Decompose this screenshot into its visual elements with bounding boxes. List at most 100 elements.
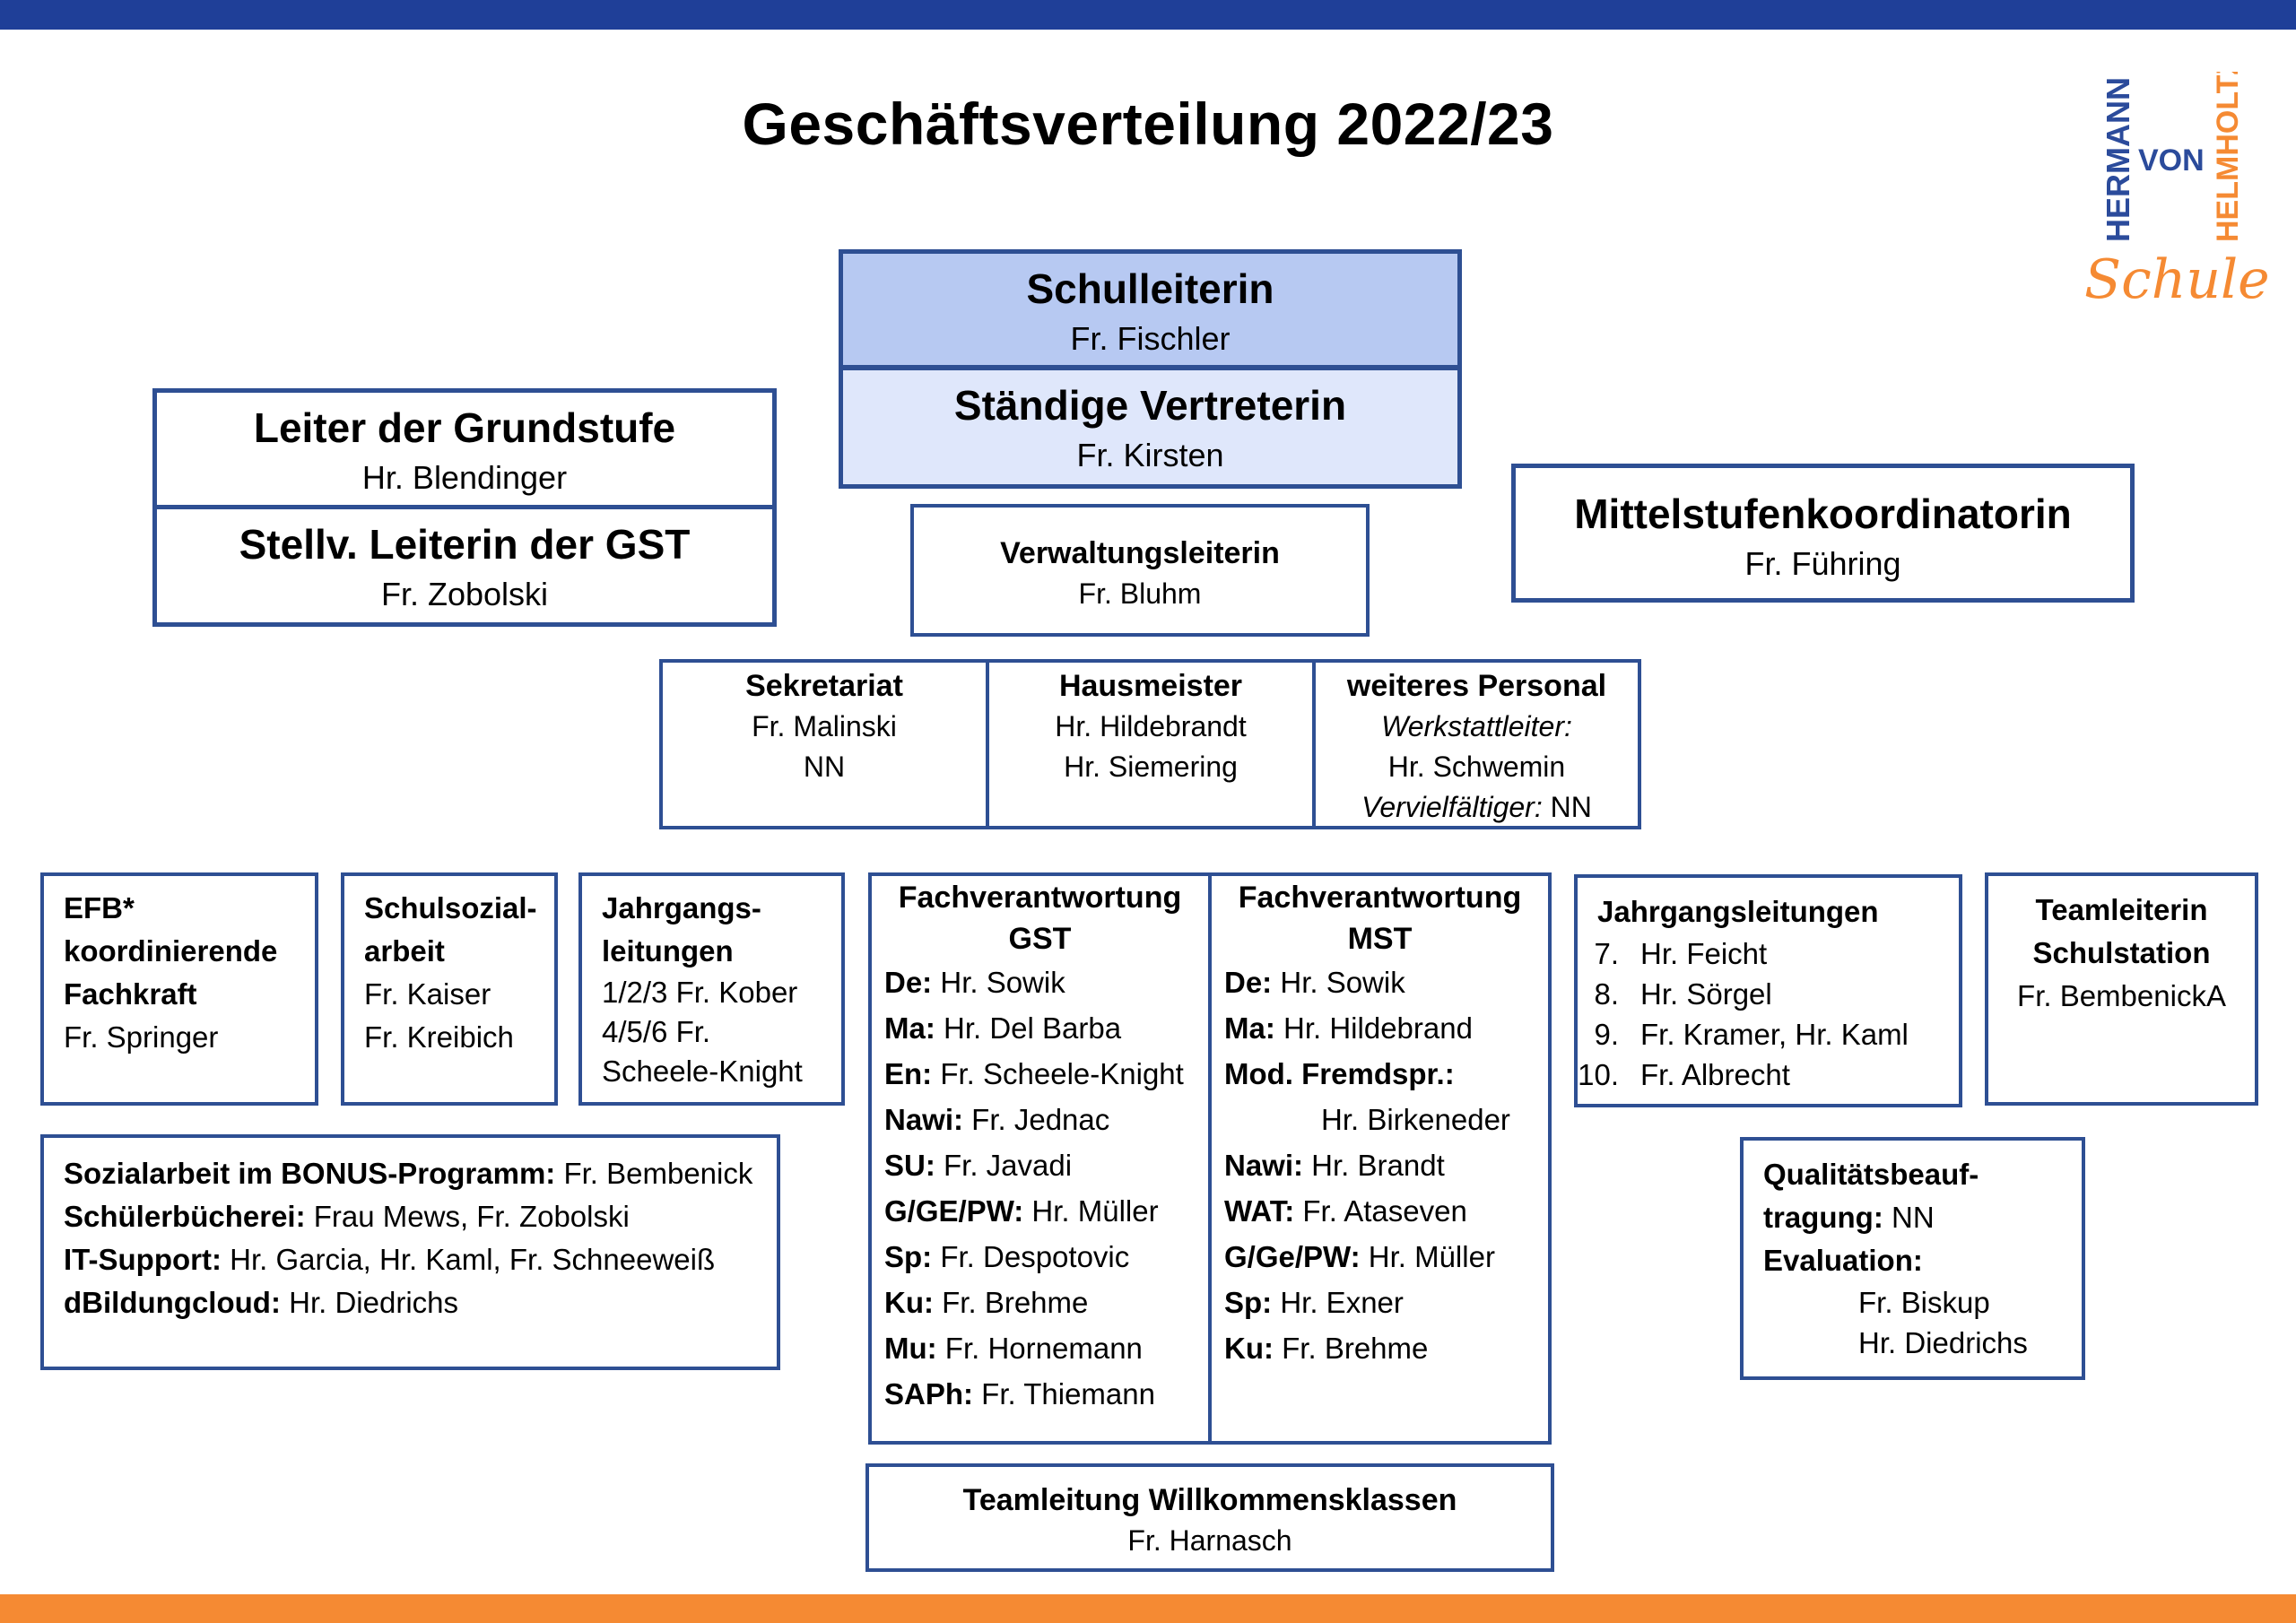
fach-gst-row: Sp: Fr. Despotovic <box>884 1234 1208 1280</box>
fach-gst-row-value: Fr. Javadi <box>935 1149 1073 1182</box>
jahrgang-mst-row-number: 7. <box>1594 937 1619 970</box>
fach-gst-row-label: Ma: <box>884 1011 935 1045</box>
fach-gst-row-label: Mu: <box>884 1332 937 1365</box>
fach-mst-row: Ma: Hr. Hildebrand <box>1224 1005 1548 1051</box>
qualitaet-line3: Evaluation: <box>1763 1244 1923 1277</box>
personal-title: weiteres Personal <box>1346 669 1607 703</box>
sozialarbeit-row: dBildungcloud: Hr. Diedrichs <box>64 1281 777 1324</box>
fach-gst-row-value: Hr. Del Barba <box>935 1011 1122 1045</box>
teamleiterin-line1: Teamleiterin <box>2035 893 2208 926</box>
fach-mst-row-label: Sp: <box>1224 1286 1273 1319</box>
grundstufe-title: Leiter der Grundstufe <box>253 404 676 451</box>
fach-gst-row-label: G/GE/PW: <box>884 1194 1024 1228</box>
vertreterin-box: Ständige Vertreterin Fr. Kirsten <box>839 366 1462 489</box>
teamleiterin-box: Teamleiterin Schulstation Fr. BembenickA <box>1985 872 2258 1106</box>
stellv-gst-box: Stellv. Leiterin der GST Fr. Zobolski <box>152 505 777 627</box>
efb-line3: Fachkraft <box>64 977 197 1011</box>
fach-mst-row-value: Hr. Exner <box>1272 1286 1404 1319</box>
jahrgang-mst-row-value: Fr. Kramer, Hr. Kaml <box>1640 1018 1909 1051</box>
fach-mst-row: WAT: Fr. Ataseven <box>1224 1188 1548 1234</box>
hausmeister-title: Hausmeister <box>1058 669 1243 703</box>
schulleiterin-box: Schulleiterin Fr. Fischler <box>839 249 1462 369</box>
vertreterin-title: Ständige Vertreterin <box>953 382 1347 429</box>
staff-group <box>659 659 1641 829</box>
efb-line2: koordinierende <box>64 934 278 968</box>
fach-mst-row-label: Ku: <box>1224 1332 1274 1365</box>
sozialarbeit-row: Schülerbücherei: Frau Mews, Fr. Zobolski <box>64 1195 777 1238</box>
efb-line1: EFB* <box>64 891 135 924</box>
page-title: Geschäftsverteilung 2022/23 <box>742 91 1554 157</box>
fach-gst-row: Nawi: Fr. Jednac <box>884 1097 1208 1142</box>
fach-gst-title2: GST <box>1008 922 1072 956</box>
qualitaet-line2-label: tragung: <box>1763 1201 1883 1234</box>
fach-mst-row-value: Hr. Sowik <box>1272 966 1405 999</box>
schulsozial-line2: arbeit <box>364 934 445 968</box>
fach-gst-row-value: Fr. Thiemann <box>973 1377 1155 1410</box>
fach-divider <box>1208 874 1212 1443</box>
sozialarbeit-row: IT-Support: Hr. Garcia, Hr. Kaml, Fr. Sc… <box>64 1238 777 1281</box>
fach-gst-row: SU: Fr. Javadi <box>884 1142 1208 1188</box>
jahrgang-gst-line2: leitungen <box>602 934 734 968</box>
fach-gst-row-value: Fr. Brehme <box>933 1286 1089 1319</box>
fach-mst-row-value: Hr. Müller <box>1360 1240 1495 1273</box>
teamleiterin-line3: Fr. BembenickA <box>2017 979 2226 1012</box>
fach-gst-row-value: Fr. Scheele-Knight <box>932 1057 1184 1090</box>
fach-gst-row-value: Fr. Despotovic <box>932 1240 1130 1273</box>
sekretariat-box: Sekretariat Fr. Malinski NN <box>663 665 986 787</box>
logo-word-schule: Schule <box>2084 248 2270 311</box>
willkommen-box: Teamleitung Willkommensklassen Fr. Harna… <box>865 1463 1554 1572</box>
fach-gst-row-label: SU: <box>884 1149 935 1182</box>
mittelstufe-name: Fr. Führing <box>1744 545 1901 582</box>
sozialarbeit-row-label: Sozialarbeit im BONUS-Programm: <box>64 1157 556 1190</box>
fach-mst-row: Hr. Birkeneder <box>1224 1097 1548 1142</box>
fach-gst-row: En: Fr. Scheele-Knight <box>884 1051 1208 1097</box>
grundstufe-name: Hr. Blendinger <box>361 459 568 496</box>
schulsozial-line1: Schulsozial- <box>364 891 537 924</box>
mittelstufe-box: Mittelstufenkoordinatorin Fr. Führing <box>1511 464 2135 603</box>
schulsozial-box: Schulsozial- arbeit Fr. Kaiser Fr. Kreib… <box>341 872 558 1106</box>
sozialarbeit-row-value: Frau Mews, Fr. Zobolski <box>305 1200 630 1233</box>
jahrgang-mst-row-value: Hr. Sörgel <box>1640 977 1772 1011</box>
schulleiterin-title: Schulleiterin <box>1026 265 1274 312</box>
jahrgang-mst-row: 9. Fr. Kramer, Hr. Kaml <box>1561 1014 1959 1055</box>
stellv-gst-title: Stellv. Leiterin der GST <box>239 521 691 568</box>
qualitaet-box: Qualitätsbeauf- tragung: NN Evaluation: … <box>1740 1137 2085 1380</box>
school-logo: HERMANN VON HELMHOLTZ Schule <box>2084 72 2270 311</box>
personal-line2: Hr. Schwemin <box>1387 751 1566 783</box>
fach-mst-row: G/Ge/PW: Hr. Müller <box>1224 1234 1548 1280</box>
jahrgang-gst-line3: 1/2/3 Fr. Kober <box>602 976 798 1009</box>
fach-mst-row-value: Fr. Brehme <box>1273 1332 1429 1365</box>
jahrgang-mst-row-number: 9. <box>1594 1018 1619 1051</box>
fach-mst-row: De: Hr. Sowik <box>1224 959 1548 1005</box>
fach-mst-title1: Fachverantwortung <box>1238 881 1522 915</box>
efb-box: EFB* koordinierende Fachkraft Fr. Spring… <box>40 872 318 1106</box>
jahrgang-mst-row: 10.Fr. Albrecht <box>1561 1055 1959 1095</box>
personal-line1: Werkstattleiter: <box>1381 710 1572 742</box>
schulsozial-line4: Fr. Kreibich <box>364 1020 514 1054</box>
fach-mst-row-label: Mod. Fremdspr.: <box>1224 1057 1455 1090</box>
personal-line3: Vervielfältiger: NN <box>1316 787 1638 828</box>
fach-mst-row: Sp: Hr. Exner <box>1224 1280 1548 1325</box>
personal-line3-value: NN <box>1542 791 1592 823</box>
fach-mst-row-value: Hr. Brandt <box>1303 1149 1445 1182</box>
fach-mst-row: Nawi: Hr. Brandt <box>1224 1142 1548 1188</box>
jahrgang-mst-title: Jahrgangsleitungen <box>1597 895 1879 928</box>
jahrgang-gst-line1: Jahrgangs- <box>602 891 761 924</box>
hausmeister-line2: Hr. Siemering <box>1064 751 1238 783</box>
sozialarbeit-row-label: IT-Support: <box>64 1243 222 1276</box>
fach-gst-row-value: Hr. Müller <box>1023 1194 1159 1228</box>
bottom-color-bar <box>0 1594 2296 1623</box>
fach-mst-row-label: G/Ge/PW: <box>1224 1240 1361 1273</box>
fach-mst-row-label: De: <box>1224 966 1273 999</box>
fach-mst-row-label: Ma: <box>1224 1011 1275 1045</box>
sekretariat-line2: NN <box>803 751 846 783</box>
logo-word-helmholtz: HELMHOLTZ <box>2211 72 2245 242</box>
jahrgang-mst-row-number: 10. <box>1578 1058 1619 1091</box>
jahrgang-mst-row-number: 8. <box>1594 977 1619 1011</box>
jahrgang-gst-box: Jahrgangs- leitungen 1/2/3 Fr. Kober 4/5… <box>578 872 845 1106</box>
fach-gst-title1: Fachverantwortung <box>898 881 1182 915</box>
